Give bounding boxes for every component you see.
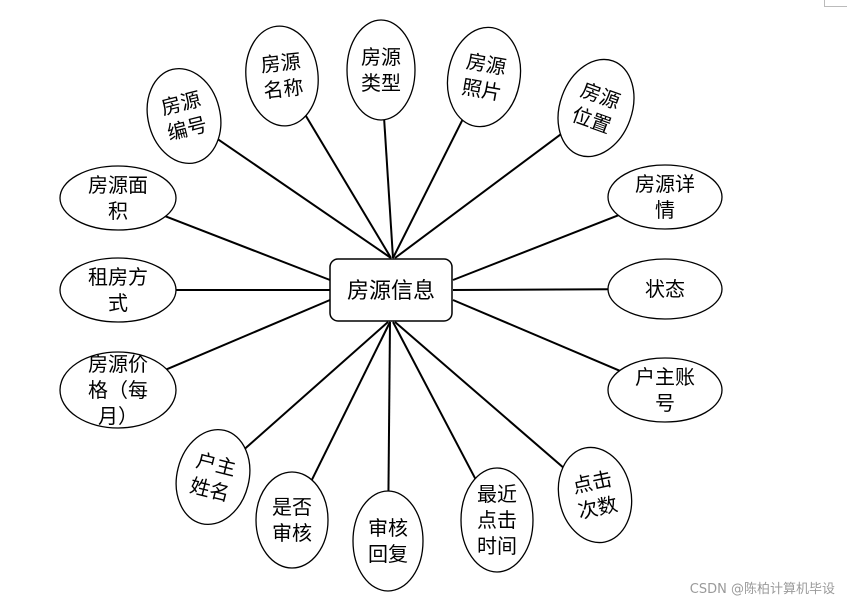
- attribute-ellipse: [255, 471, 329, 569]
- attribute-label-line: 审核: [272, 521, 312, 545]
- attribute-label-line: 是否: [272, 495, 312, 519]
- attribute-ellipse: [607, 357, 723, 423]
- entity-box: 房源信息: [329, 258, 453, 322]
- connector-fangyuan-zhaopian: [392, 119, 464, 259]
- connector-fangyuan-mianji: [165, 215, 331, 281]
- connector-fangyuan-jiage: [166, 299, 331, 371]
- attribute-label-line: 月）: [98, 404, 138, 428]
- attribute-label-line: 状态: [645, 277, 685, 301]
- attribute-label-line: 房源: [259, 49, 301, 77]
- connector-zuijin-dianji-shijian: [392, 321, 477, 480]
- attribute-label-line: 房源面: [88, 173, 148, 197]
- attribute-ellipse: [607, 164, 723, 230]
- attribute-label-line: 点击: [477, 508, 517, 532]
- attribute-label-line: 审核: [368, 516, 408, 540]
- connector-dianji-cishu: [394, 321, 564, 469]
- attribute-label-line: 式: [108, 291, 128, 315]
- attribute-ellipse: [146, 67, 222, 165]
- attribute-ellipse: [175, 428, 251, 526]
- attribute-label-line: 积: [108, 199, 128, 223]
- connector-huzhu-zhanghao: [452, 299, 620, 372]
- watermark: CSDN @陈柏计算机毕设: [689, 582, 835, 597]
- attribute-ellipse: [557, 446, 633, 544]
- attribute-ellipse: [59, 165, 177, 231]
- window-edge: [824, 0, 847, 7]
- connector-fangyuan-mingcheng: [304, 115, 392, 259]
- attribute-ellipse: [446, 26, 522, 128]
- attribute-label-line: 房源详: [635, 172, 695, 196]
- connector-fangyuan-leixing: [383, 119, 394, 259]
- attribute-ellipse: [346, 19, 416, 121]
- attribute-label-line: 时间: [477, 534, 517, 558]
- attribute-label-line: 号: [655, 391, 675, 415]
- attribute-label-line: 名称: [262, 75, 304, 103]
- attribute-label-line: 格（每: [88, 378, 148, 402]
- attribute-zhuangtai: 状态: [607, 258, 723, 320]
- connector-shenhe-huifu: [387, 321, 391, 492]
- entity-label: 房源信息: [347, 279, 435, 304]
- attribute-label-line: 租房方: [88, 265, 148, 289]
- attribute-ellipse: [352, 490, 424, 592]
- attribute-ellipse: [557, 58, 635, 158]
- attribute-label-line: 情: [655, 198, 675, 222]
- attribute-ellipse: [607, 258, 723, 320]
- connector-fangyuan-weizhi: [394, 133, 562, 259]
- entity-box-frame: [329, 258, 453, 322]
- attribute-label-line: 房源: [361, 45, 401, 69]
- attribute-label-line: 最近: [477, 482, 517, 506]
- attribute-ellipse: [59, 257, 177, 323]
- connector-fangyuan-bianhao: [217, 138, 392, 259]
- connector-shifou-shenhe: [310, 321, 391, 481]
- attribute-ellipse: [59, 351, 177, 429]
- attribute-label-line: 回复: [368, 542, 408, 566]
- attribute-ellipse: [245, 25, 319, 127]
- attribute-label-line: 房源价: [88, 352, 148, 376]
- attribute-label-line: 类型: [361, 71, 401, 95]
- connector-huzhu-xingming: [244, 321, 389, 450]
- attribute-ellipse: [460, 467, 534, 573]
- attribute-label-line: 户主账: [635, 365, 695, 389]
- connector-zhuangtai: [452, 288, 609, 291]
- connector-fangyuan-xiangqing: [452, 214, 619, 281]
